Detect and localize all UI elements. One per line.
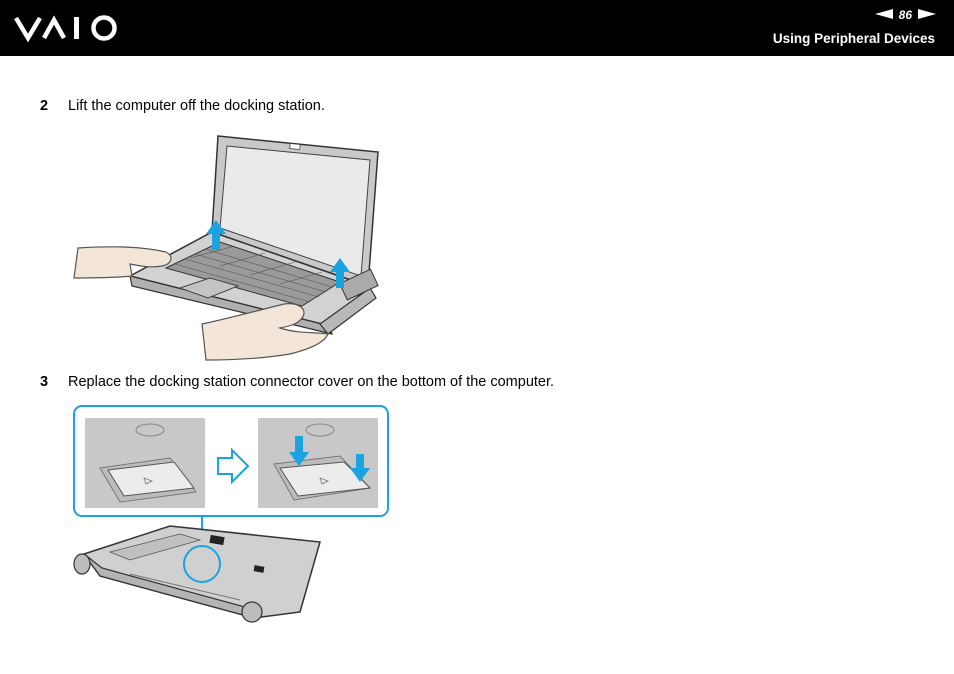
lift-arrow-icon	[206, 220, 226, 250]
step-text: Lift the computer off the docking statio…	[68, 98, 325, 114]
step-text: Replace the docking station connector co…	[68, 374, 555, 390]
press-arrow-icon	[350, 454, 370, 482]
step-2: 2 Lift the computer off the docking stat…	[40, 98, 325, 114]
step-number: 2	[40, 98, 49, 114]
page-navigation: 86	[874, 6, 936, 24]
connector-cover-illustration	[73, 405, 389, 623]
previous-page-arrow-icon[interactable]	[874, 6, 893, 24]
press-arrow-icon	[289, 436, 309, 466]
highlight-circle	[183, 545, 221, 583]
section-title: Using Peripheral Devices	[772, 31, 935, 46]
step-3: 3 Replace the docking station connector …	[40, 374, 554, 390]
next-page-arrow-icon[interactable]	[918, 6, 936, 24]
lift-arrow-icon	[330, 258, 350, 288]
vaio-logo	[14, 15, 117, 43]
page-number: 86	[898, 8, 912, 22]
page-header: 86 Using Peripheral Devices	[0, 0, 954, 56]
laptop-lift-illustration	[73, 135, 379, 361]
step-number: 3	[40, 374, 49, 390]
next-step-arrow-icon	[217, 447, 250, 485]
